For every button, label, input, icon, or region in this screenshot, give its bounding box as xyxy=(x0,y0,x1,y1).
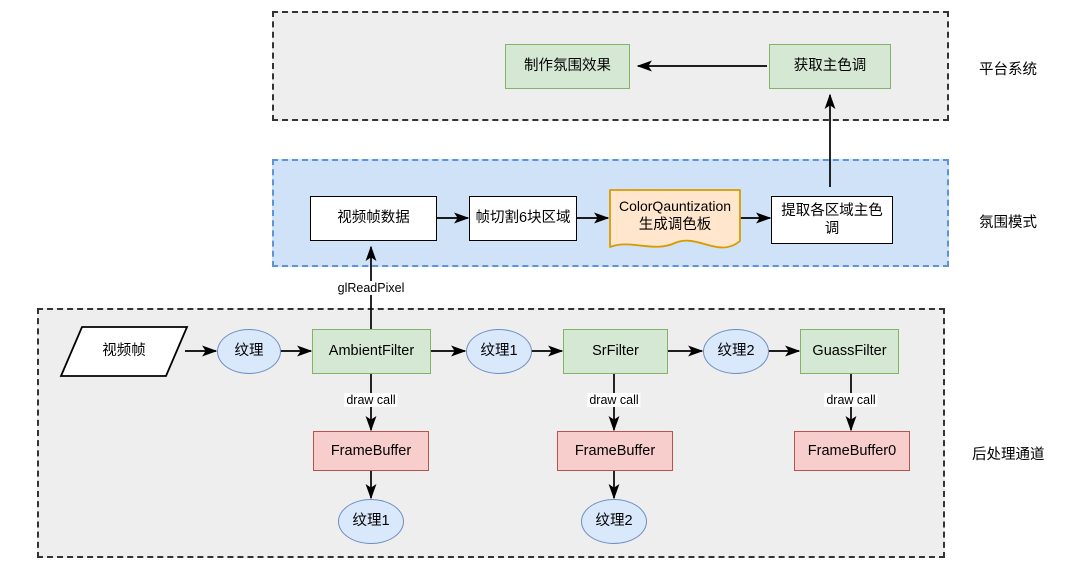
node-frame-split[interactable]: 帧切割6块区域 xyxy=(469,196,577,241)
node-color-quantization-shape[interactable] xyxy=(609,189,741,255)
edge-label-text: glReadPixel xyxy=(337,281,405,295)
edge-label-text: draw call xyxy=(589,393,639,407)
node-sr-filter[interactable]: SrFilter xyxy=(563,329,668,374)
edge-label-draw-call-3: draw call xyxy=(824,393,878,407)
node-extract-region-colors[interactable]: 提取各区域主色调 xyxy=(771,196,893,244)
node-label: FrameBuffer xyxy=(330,442,412,459)
node-color-quantization-label: ColorQauntization 生成调色板 xyxy=(609,192,741,240)
node-label: SrFilter xyxy=(592,343,639,360)
node-video-frame-data[interactable]: 视频帧数据 xyxy=(310,196,437,241)
node-framebuffer-0[interactable]: FrameBuffer0 xyxy=(794,431,910,471)
section-label-ambient: 氛围模式 xyxy=(979,211,1037,232)
node-label-line2: 生成调色板 xyxy=(638,216,712,233)
node-label: GuassFilter xyxy=(812,343,887,360)
node-make-ambient-effect[interactable]: 制作氛围效果 xyxy=(505,44,630,89)
node-framebuffer-2[interactable]: FrameBuffer xyxy=(557,431,673,471)
section-label-postprocess: 后处理通道 xyxy=(972,443,1045,464)
section-label-text: 氛围模式 xyxy=(979,215,1037,231)
node-label: 纹理1 xyxy=(352,513,390,530)
node-texture1-b[interactable]: 纹理1 xyxy=(338,499,404,544)
node-guass-filter[interactable]: GuassFilter xyxy=(800,329,899,374)
node-label: 纹理 xyxy=(234,343,264,360)
node-framebuffer-1[interactable]: FrameBuffer xyxy=(313,431,429,471)
node-video-frame-shape[interactable] xyxy=(59,326,189,377)
node-texture[interactable]: 纹理 xyxy=(217,329,281,374)
node-label: 视频帧数据 xyxy=(337,210,410,227)
edge-label-draw-call-1: draw call xyxy=(344,393,398,407)
node-label: 视频帧 xyxy=(102,343,146,360)
node-texture2-b[interactable]: 纹理2 xyxy=(581,499,647,544)
section-label-text: 平台系统 xyxy=(979,62,1037,78)
node-label: 制作氛围效果 xyxy=(524,58,611,75)
node-texture1-a[interactable]: 纹理1 xyxy=(466,329,532,374)
node-video-frame-label: 视频帧 xyxy=(60,326,188,377)
node-label: 纹理2 xyxy=(717,343,755,360)
node-label-line1: ColorQauntization xyxy=(618,198,732,215)
node-label: 纹理1 xyxy=(480,343,518,360)
node-ambient-filter[interactable]: AmbientFilter xyxy=(312,329,431,374)
node-label: FrameBuffer0 xyxy=(807,442,897,459)
edge-label-glreadpixel: glReadPixel xyxy=(335,281,407,295)
node-label: 纹理2 xyxy=(595,513,633,530)
section-label-platform: 平台系统 xyxy=(979,58,1037,79)
node-label: 帧切割6块区域 xyxy=(475,210,571,227)
node-label: 提取各区域主色调 xyxy=(781,202,883,237)
edge-label-text: draw call xyxy=(346,393,396,407)
node-label: FrameBuffer xyxy=(574,442,656,459)
edge-label-draw-call-2: draw call xyxy=(587,393,641,407)
node-get-main-color[interactable]: 获取主色调 xyxy=(769,44,891,89)
edge-label-text: draw call xyxy=(826,393,876,407)
node-label: 获取主色调 xyxy=(793,58,867,75)
node-texture2-a[interactable]: 纹理2 xyxy=(703,329,769,374)
section-label-text: 后处理通道 xyxy=(972,447,1045,463)
node-label: AmbientFilter xyxy=(328,343,415,360)
